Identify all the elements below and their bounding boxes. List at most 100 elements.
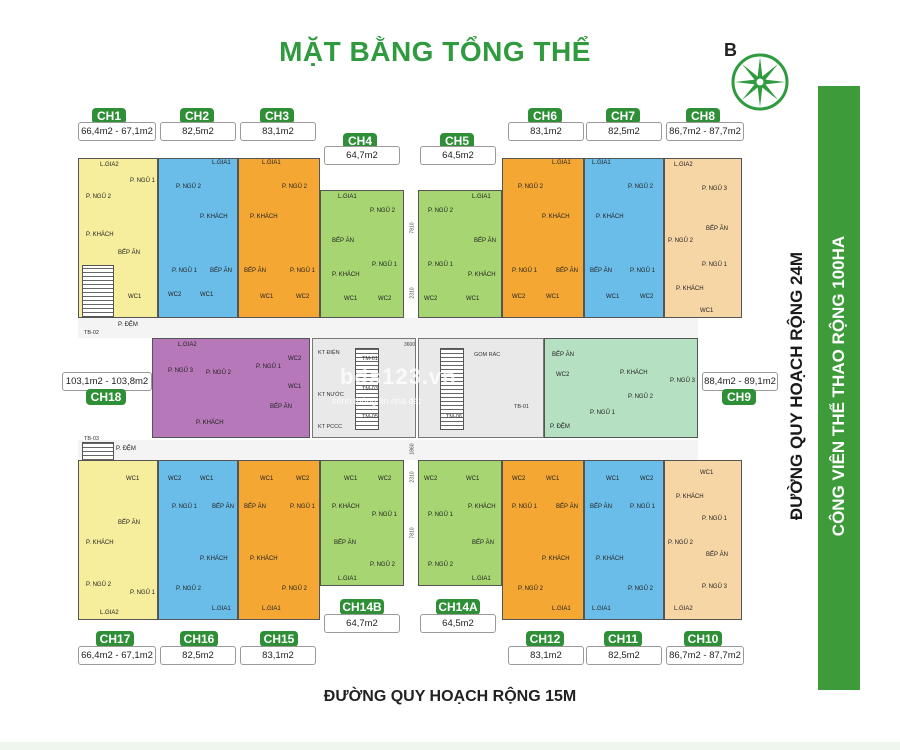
room-label: P. NGỦ 1	[512, 268, 537, 274]
room-label: BẾP ĂN	[332, 238, 354, 244]
unit-ch9-plan[interactable]	[544, 338, 698, 438]
room-label: L.GIA1	[338, 576, 357, 582]
dimension-label: 7810	[409, 527, 416, 539]
room-label: WC2	[378, 476, 392, 482]
room-label: P. KHÁCH	[332, 504, 360, 510]
room-label: P. NGỦ 2	[428, 208, 453, 214]
room-label: P. NGỦ 2	[668, 238, 693, 244]
room-label: BẾP ĂN	[706, 226, 728, 232]
room-label: P. KHÁCH	[200, 214, 228, 220]
room-label: P. NGỦ 1	[630, 268, 655, 274]
apartment-area-ch1: 66,4m2 - 67,1m2	[78, 122, 156, 141]
unit-ch11-plan[interactable]	[584, 460, 664, 620]
apartment-tag-ch18[interactable]: CH18	[86, 389, 126, 405]
unit-ch15-plan[interactable]	[238, 460, 320, 620]
kt-pccc-label: KT PCCC	[318, 424, 343, 430]
unit-ch14a-plan[interactable]	[418, 460, 502, 586]
room-label: BẾP ĂN	[552, 352, 574, 358]
apartment-tag-ch14a[interactable]: CH14A	[436, 599, 480, 615]
room-label: P. NGỦ 1	[512, 504, 537, 510]
unit-ch14b-plan[interactable]	[320, 460, 404, 586]
apartment-tag-ch14b[interactable]: CH14B	[340, 599, 384, 615]
room-label: WC1	[606, 294, 620, 300]
apartment-tag-ch4[interactable]: CH4	[343, 133, 377, 149]
apartment-tag-ch1[interactable]: CH1	[92, 108, 126, 124]
apartment-tag-ch15[interactable]: CH15	[260, 631, 298, 647]
room-label: P. KHÁCH	[468, 272, 496, 278]
apartment-tag-ch8[interactable]: CH8	[686, 108, 720, 124]
unit-ch8-plan[interactable]	[664, 158, 742, 318]
room-label: WC1	[466, 296, 480, 302]
room-label: P. KHÁCH	[620, 370, 648, 376]
room-label: L.GIA1	[212, 160, 231, 166]
room-label: P. NGỦ 2	[282, 586, 307, 592]
room-label: P. NGỦ 2	[518, 184, 543, 190]
bottom-strip	[0, 742, 900, 750]
apartment-tag-ch11[interactable]: CH11	[604, 631, 642, 647]
unit-ch18-plan[interactable]	[152, 338, 310, 438]
room-label: L.GIA1	[338, 194, 357, 200]
room-label: P. KHÁCH	[86, 232, 114, 238]
unit-ch4-plan[interactable]	[320, 190, 404, 318]
tb03-label: TB-03	[84, 436, 99, 442]
apartment-tag-ch6[interactable]: CH6	[528, 108, 562, 124]
room-label: WC1	[200, 476, 214, 482]
apartment-area-ch12: 83,1m2	[508, 646, 584, 665]
room-label: P. KHÁCH	[596, 556, 624, 562]
room-label: BẾP ĂN	[590, 268, 612, 274]
kt-nuoc-label: KT NƯỚC	[318, 392, 344, 398]
room-label: BẾP ĂN	[334, 540, 356, 546]
room-label: L.GIA1	[472, 194, 491, 200]
apartment-area-ch5: 64,5m2	[420, 146, 496, 165]
apartment-tag-ch10[interactable]: CH10	[684, 631, 722, 647]
room-label: WC2	[424, 476, 438, 482]
room-label: BẾP ĂN	[118, 520, 140, 526]
unit-ch3-plan[interactable]	[238, 158, 320, 318]
room-label: L.GIA1	[552, 160, 571, 166]
unit-ch2-plan[interactable]	[158, 158, 238, 318]
apartment-tag-ch2[interactable]: CH2	[180, 108, 214, 124]
room-label: WC2	[378, 296, 392, 302]
unit-ch17-plan[interactable]	[78, 460, 158, 620]
page-title: MẶT BẰNG TỔNG THỂ	[279, 36, 591, 67]
room-label: BẾP ĂN	[706, 552, 728, 558]
apartment-tag-ch7[interactable]: CH7	[606, 108, 640, 124]
unit-ch16-plan[interactable]	[158, 460, 238, 620]
tb02-label: TB-02	[84, 330, 99, 336]
room-label: WC1	[260, 294, 274, 300]
room-label: WC2	[288, 356, 302, 362]
unit-ch7-plan[interactable]	[584, 158, 664, 318]
room-label: P. NGỦ 1	[256, 364, 281, 370]
room-label: BẾP ĂN	[118, 250, 140, 256]
apartment-area-ch7: 82,5m2	[586, 122, 662, 141]
dimension-label: 2310	[409, 471, 416, 483]
room-label: L.GIA1	[262, 160, 281, 166]
room-label: L.GIA2	[674, 606, 693, 612]
room-label: BẾP ĂN	[472, 540, 494, 546]
room-label: P. NGỦ 2	[176, 184, 201, 190]
unit-ch5-plan[interactable]	[418, 190, 502, 318]
apartment-area-ch16: 82,5m2	[160, 646, 236, 665]
room-label: P. NGỦ 1	[702, 516, 727, 522]
apartment-tag-ch17[interactable]: CH17	[96, 631, 134, 647]
compass-letter: B	[724, 40, 737, 60]
apartment-tag-ch5[interactable]: CH5	[440, 133, 474, 149]
room-label: P. NGỦ 3	[702, 584, 727, 590]
unit-ch1-plan[interactable]	[78, 158, 158, 318]
apartment-tag-ch9[interactable]: CH9	[722, 389, 756, 405]
apartment-tag-ch16[interactable]: CH16	[180, 631, 218, 647]
room-label: WC2	[296, 294, 310, 300]
right-road-label: ĐƯỜNG QUY HOẠCH RỘNG 24M	[787, 251, 806, 521]
apartment-tag-ch12[interactable]: CH12	[526, 631, 564, 647]
room-label: L.GIA2	[178, 342, 197, 348]
room-label: WC1	[200, 292, 214, 298]
room-label: P. KHÁCH	[542, 556, 570, 562]
watermark: bds123.vn	[340, 364, 457, 389]
unit-ch12-plan[interactable]	[502, 460, 584, 620]
room-label: P. KHÁCH	[596, 214, 624, 220]
apartment-area-ch14b: 64,7m2	[324, 614, 400, 633]
room-label: P. NGỦ 2	[282, 184, 307, 190]
apartment-tag-ch3[interactable]: CH3	[260, 108, 294, 124]
unit-ch6-plan[interactable]	[502, 158, 584, 318]
unit-ch10-plan[interactable]	[664, 460, 742, 620]
